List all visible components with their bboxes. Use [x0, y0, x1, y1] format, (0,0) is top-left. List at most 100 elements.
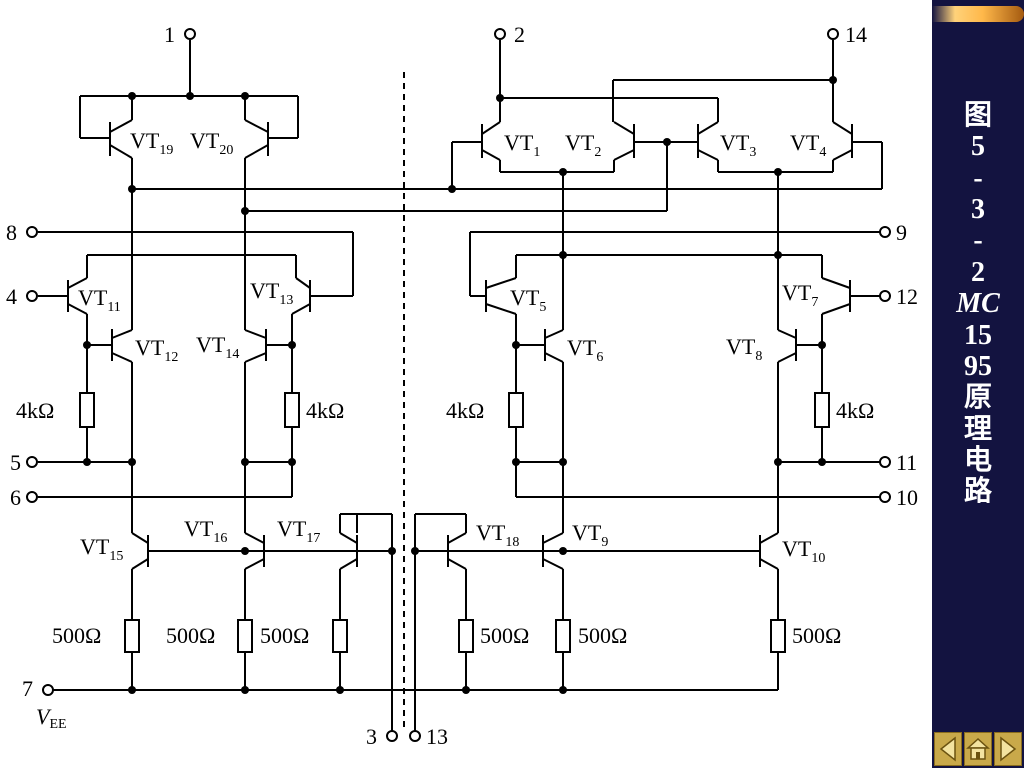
title-char: 图	[963, 100, 992, 131]
title-char: 3	[971, 194, 985, 226]
junction-dots	[83, 76, 837, 694]
r4k-b-label: 4kΩ	[306, 398, 344, 423]
pin-9-terminal	[879, 226, 891, 238]
r500-d-label: 500Ω	[480, 623, 529, 648]
resistor-500-d	[458, 619, 474, 653]
pin-12-terminal	[879, 290, 891, 302]
vt5-label: VT5	[510, 285, 546, 315]
title-char: 2	[971, 256, 985, 288]
next-arrow-icon	[1000, 736, 1017, 762]
vt7-label: VT7	[782, 280, 818, 310]
vt12-label: VT12	[135, 335, 178, 365]
pin-9-label: 9	[896, 220, 907, 245]
terminals	[26, 28, 891, 742]
vt14-label: VT14	[196, 332, 239, 362]
vt13-label: VT13	[250, 278, 293, 308]
vt9-label: VT9	[572, 520, 608, 550]
resistor-labels: 4kΩ 4kΩ 4kΩ 4kΩ 500Ω 500Ω 500Ω 500Ω 500Ω…	[16, 398, 874, 648]
vee-label: VEE	[36, 704, 67, 732]
pin-5-terminal	[26, 456, 38, 468]
pin-1-label: 1	[164, 22, 175, 47]
r500-f-label: 500Ω	[792, 623, 841, 648]
pin-4-label: 4	[6, 284, 17, 309]
resistor-500-b	[237, 619, 253, 653]
sidebar: 图 5 - 3 - 2 MC 15 95 原 理 电 路	[932, 0, 1024, 768]
pin-4-terminal	[26, 290, 38, 302]
pin-7-label: 7	[22, 676, 33, 701]
resistor-4k-c	[508, 392, 524, 428]
resistor-4k-d	[814, 392, 830, 428]
title-char: 电	[963, 444, 992, 476]
r4k-c-label: 4kΩ	[446, 398, 484, 423]
pin-13-label: 13	[426, 724, 448, 749]
pin-14-terminal	[827, 28, 839, 40]
vt20-label: VT20	[190, 128, 233, 158]
vt6-label: VT6	[567, 335, 603, 365]
title-char: 5	[971, 131, 985, 163]
title-char: -	[973, 225, 983, 257]
pin-11-label: 11	[896, 450, 917, 475]
pin-3-terminal	[386, 730, 398, 742]
pin-3-label: 3	[366, 724, 377, 749]
resistor-4k-a	[79, 392, 95, 428]
resistor-bodies	[79, 392, 830, 653]
vt8-label: VT8	[726, 334, 762, 364]
r500-c-label: 500Ω	[260, 623, 309, 648]
vt3-label: VT3	[720, 130, 756, 160]
vt19-label: VT19	[130, 128, 173, 158]
title-char: 15	[964, 319, 992, 351]
home-button[interactable]	[964, 732, 992, 766]
resistor-500-f	[770, 619, 786, 653]
vt11-label: VT11	[78, 285, 121, 315]
sidebar-accent-bar	[932, 6, 1024, 22]
next-button[interactable]	[994, 732, 1022, 766]
pin-5-label: 5	[10, 450, 21, 475]
vt15-label: VT15	[80, 534, 123, 564]
title-char: MC	[956, 288, 1000, 320]
vt2-label: VT2	[565, 130, 601, 160]
pin-10-terminal	[879, 491, 891, 503]
pin-7-terminal	[42, 684, 54, 696]
vt18-label: VT18	[476, 520, 519, 550]
pin-6-terminal	[26, 491, 38, 503]
resistor-4k-b	[284, 392, 300, 428]
slide-navigation	[932, 730, 1024, 768]
vt17-label: VT17	[277, 516, 320, 546]
transistor-labels: VT19 VT20 VT1 VT2 VT3 VT4 VT11 VT12 VT13…	[78, 128, 826, 566]
pin-13-terminal	[409, 730, 421, 742]
pin-11-terminal	[879, 456, 891, 468]
home-icon	[966, 737, 990, 760]
pin-14-label: 14	[845, 22, 867, 47]
pin-6-label: 6	[10, 485, 21, 510]
vt1-label: VT1	[504, 130, 540, 160]
r500-b-label: 500Ω	[166, 623, 215, 648]
circuit-diagram: 1 2 14 8 9 4 12 5 11 6 10 7 3 13 VEE VT1…	[6, 22, 918, 749]
prev-button[interactable]	[934, 732, 962, 766]
title-char: -	[973, 162, 983, 194]
title-char: 原	[963, 382, 992, 414]
pin-8-terminal	[26, 226, 38, 238]
resistor-500-c	[332, 619, 348, 653]
title-char: 理	[963, 413, 992, 445]
vt4-label: VT4	[790, 130, 826, 160]
pin-8-label: 8	[6, 220, 17, 245]
prev-arrow-icon	[939, 736, 956, 762]
r500-a-label: 500Ω	[52, 623, 101, 648]
vt16-label: VT16	[184, 516, 227, 546]
transistor-symbols	[67, 119, 862, 570]
r500-e-label: 500Ω	[578, 623, 627, 648]
resistor-500-e	[555, 619, 571, 653]
title-char: 95	[964, 350, 992, 382]
pin-2-label: 2	[514, 22, 525, 47]
wires-left	[38, 40, 778, 732]
pin-12-label: 12	[896, 284, 918, 309]
r4k-d-label: 4kΩ	[836, 398, 874, 423]
vt10-label: VT10	[782, 536, 825, 566]
pin-labels: 1 2 14 8 9 4 12 5 11 6 10 7 3 13 VEE	[6, 22, 918, 749]
pin-2-terminal	[494, 28, 506, 40]
pin-10-label: 10	[896, 485, 918, 510]
resistor-500-a	[124, 619, 140, 653]
pin-1-terminal	[184, 28, 196, 40]
title-char: 路	[963, 476, 992, 508]
figure-title: 图 5 - 3 - 2 MC 15 95 原 理 电 路	[932, 100, 1024, 508]
